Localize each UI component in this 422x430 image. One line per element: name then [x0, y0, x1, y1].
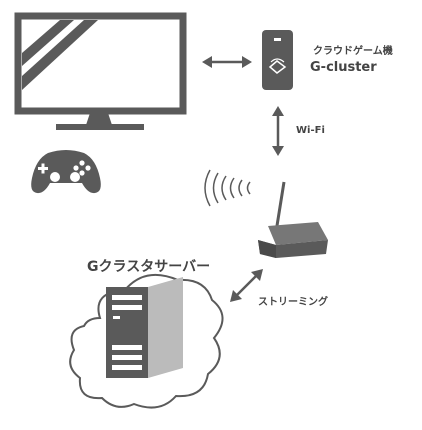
wifi-router-icon — [258, 181, 328, 258]
server-tower-icon — [106, 277, 183, 378]
connection-arrow-streaming — [230, 269, 263, 302]
connection-arrow-wifi — [272, 106, 284, 156]
device-name-english: G-cluster — [310, 60, 377, 75]
wifi-label: Wi-Fi — [296, 125, 325, 136]
cloud-game-device-icon — [262, 30, 293, 90]
server-label: Gクラスタサーバー — [87, 259, 211, 275]
streaming-label: ストリーミング — [258, 297, 328, 308]
device-name-japanese: クラウドゲーム機 — [313, 46, 393, 57]
wifi-waves-icon — [204, 169, 251, 207]
gamepad-icon — [31, 150, 101, 194]
monitor-icon — [14, 12, 187, 130]
connection-arrow-monitor-device — [202, 56, 252, 68]
